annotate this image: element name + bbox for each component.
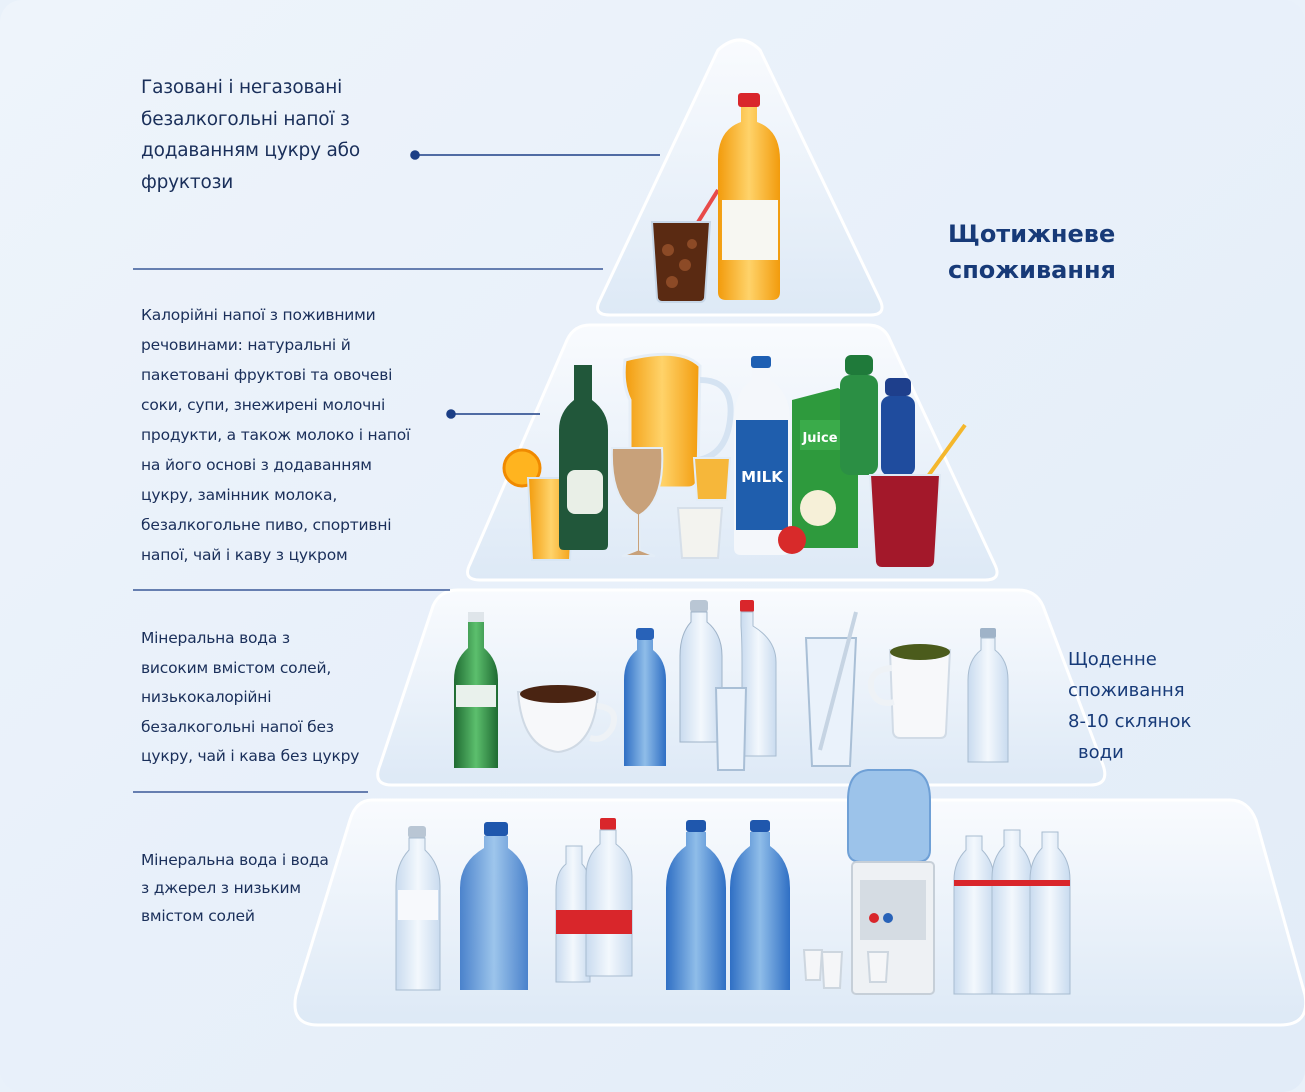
tier-4-drinks [395,769,1071,995]
tier-1-drinks [650,93,780,303]
connector-dot-1 [410,150,420,160]
daily-label-line-4: води [1078,742,1124,763]
tier-connectors [410,150,660,419]
water-cooler-icon [847,769,935,995]
daily-consumption-label: Щоденне споживання 8-10 склянок води [1068,644,1191,768]
juice-bottle-icon [718,93,780,300]
tier-dividers [133,268,603,793]
berry-drink-glass-icon [868,423,967,569]
milk-bottle-icon: MILK [734,356,790,555]
tier-1-description: Газовані і негазовані безалкогольні напо… [141,77,360,193]
beer-bottle-icon [559,365,608,550]
clear-bottle-icon [679,600,777,757]
tier-4-shape [293,798,1305,1027]
daily-label-line-3: 8-10 склянок [1068,711,1192,732]
paper-cup-icon [802,949,890,989]
yogurt-cup-icon [676,457,732,559]
water-bottle-icon [395,826,441,991]
daily-label-line-1: Щоденне [1068,649,1157,670]
glass-of-water-icon [714,611,858,771]
tier-2-drinks: MILK Juice [502,352,967,569]
connector-dot-2 [446,409,456,419]
small-mineral-bottle-icon [967,628,1009,763]
weekly-label-line-1: Щотижневе [948,220,1116,248]
green-mineral-bottle-icon [454,612,498,768]
daily-label-line-2: споживання [1068,680,1185,701]
weekly-consumption-label: Щотижневе споживання [948,216,1116,288]
large-water-bottle-icon [460,822,528,990]
red-label-bottles-icon [555,818,633,983]
latte-glass-icon [610,447,664,557]
blue-water-bottles-icon [666,820,790,990]
water-bottle-icon [624,628,666,766]
tea-mug-icon [868,644,952,739]
tier-2-description: Калорійні напої з поживними речовинами: … [141,306,411,564]
tier-4-description: Мінеральна вода і вода з джерел з низьки… [141,851,329,925]
soda-glass-icon [650,188,720,303]
svg-text:MILK: MILK [741,468,784,486]
bottle-pack-icon [953,829,1071,995]
sports-bottle-icon [840,355,915,476]
coffee-cup-icon [516,685,618,754]
weekly-label-line-2: споживання [948,256,1116,284]
svg-text:Juice: Juice [801,431,837,446]
tier-3-drinks [454,600,1009,771]
tier-3-description: Мінеральна вода з високим вмістом солей,… [141,629,360,765]
